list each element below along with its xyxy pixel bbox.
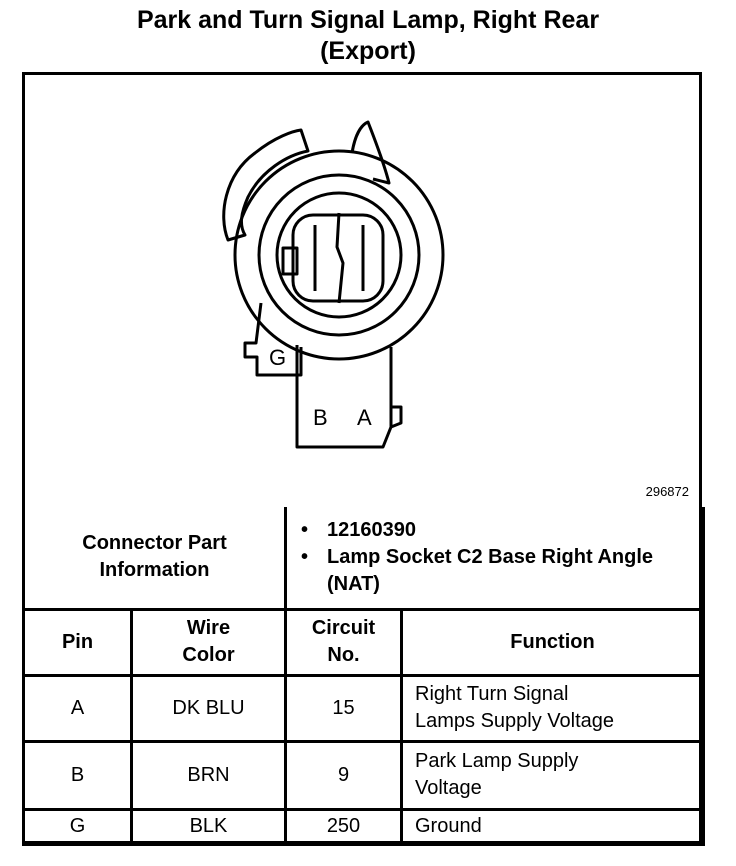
table-header-row: Pin Wire Color Circuit No. Function — [22, 607, 705, 677]
diagram-subtitle: (Export) — [320, 37, 416, 65]
wire-color-cell: DK BLU — [130, 673, 287, 743]
function-cell: Park Lamp Supply Voltage — [400, 739, 705, 811]
ba-terminal-block — [295, 345, 393, 449]
socket-middle-ring — [257, 173, 421, 337]
wire-color-cell: BLK — [130, 807, 287, 846]
socket-outer-ring — [233, 149, 445, 361]
lamp-socket-drawing: G B A — [222, 120, 445, 449]
part-number: 12160390 — [301, 517, 696, 544]
connector-part-info-label: Connector Part Information — [22, 507, 287, 611]
table-row: G BLK 250 Ground — [22, 807, 705, 846]
pin-cell: B — [22, 739, 133, 811]
diagram-title: Park and Turn Signal Lamp, Right Rear — [136, 6, 600, 34]
terminal-label-g: G — [269, 345, 286, 370]
header-wire-color: Wire Color — [130, 607, 287, 677]
header-circuit-no: Circuit No. — [284, 607, 403, 677]
header-function: Function — [400, 607, 705, 677]
part-description: Lamp Socket C2 Base Right Angle (NAT) — [301, 544, 696, 598]
function-cell: Right Turn Signal Lamps Supply Voltage — [400, 673, 705, 743]
table-row: A DK BLU 15 Right Turn Signal Lamps Supp… — [22, 673, 705, 743]
circuit-cell: 15 — [284, 673, 403, 743]
wire-color-cell: BRN — [130, 739, 287, 811]
header-pin: Pin — [22, 607, 133, 677]
pin-cell: A — [22, 673, 133, 743]
locking-tab — [350, 120, 391, 185]
function-cell: Ground — [400, 807, 705, 846]
pin-cell: G — [22, 807, 133, 846]
side-nub — [281, 246, 299, 276]
table-row: B BRN 9 Park Lamp Supply Voltage — [22, 739, 705, 811]
figure-number: 296872 — [645, 484, 689, 499]
terminal-label-b: B — [313, 405, 328, 430]
terminal-label-a: A — [357, 405, 372, 430]
connector-part-info-values: 12160390 Lamp Socket C2 Base Right Angle… — [284, 507, 705, 611]
circuit-cell: 250 — [284, 807, 403, 846]
retaining-clip — [222, 128, 310, 242]
circuit-cell: 9 — [284, 739, 403, 811]
connector-table: Connector Part Information 12160390 Lamp… — [22, 507, 705, 846]
connector-info-row: Connector Part Information 12160390 Lamp… — [22, 507, 705, 611]
g-terminal-housing — [243, 302, 303, 377]
socket-inner-ring — [275, 191, 403, 319]
